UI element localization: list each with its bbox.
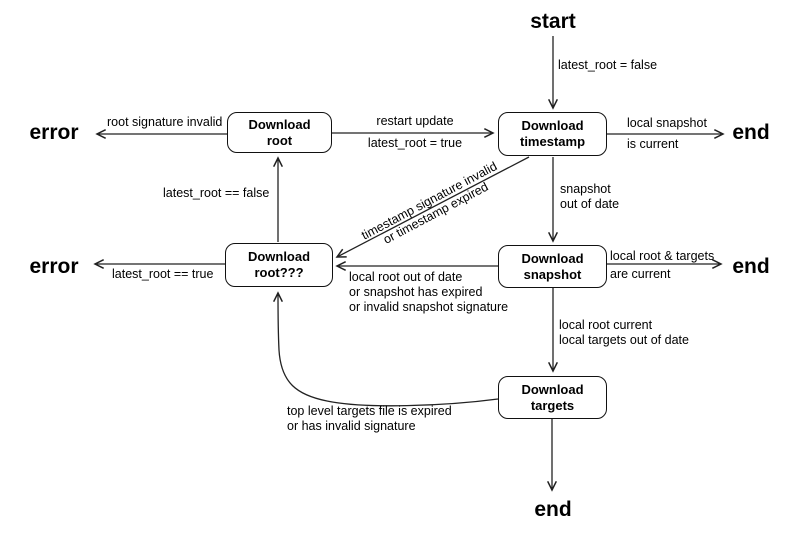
node-label-line: targets [530, 397, 575, 413]
node-label-line: root [266, 132, 293, 148]
label-line: local targets out of date [559, 333, 689, 347]
terminal-end-mid: end [732, 255, 770, 278]
node-label-line: Download [247, 249, 311, 264]
node-label-line: Download [521, 381, 584, 397]
node-label-line: Download [521, 118, 584, 133]
node-label-line: snapshot [523, 266, 582, 282]
label-root-again-to-error: latest_root == true [112, 267, 214, 281]
node-download-targets: Download targets [498, 376, 607, 419]
label-snapshot-to-end-2: are current [610, 267, 671, 281]
node-label-line: timestamp [519, 134, 586, 149]
label-line: or invalid snapshot signature [349, 300, 509, 314]
terminal-error-top: error [29, 121, 79, 144]
terminal-start: start [530, 10, 576, 33]
edge-timestamp-to-root-again [335, 156, 530, 258]
label-snapshot-to-end-1: local root & targets [610, 249, 715, 263]
label-targets-to-root-again: top level targets file is expired or has… [287, 404, 452, 434]
label-line: or snapshot has expired [349, 285, 483, 299]
label-root-to-timestamp-1: restart update [376, 114, 454, 128]
node-label-line: root??? [254, 265, 304, 280]
label-line: top level targets file is expired [287, 404, 452, 418]
label-timestamp-to-end-1: local snapshot [627, 116, 707, 130]
label-root-again-to-root: latest_root == false [163, 186, 270, 200]
label-timestamp-to-end-2: is current [627, 137, 679, 151]
label-root-to-timestamp-2: latest_root = true [367, 136, 463, 150]
node-download-timestamp: Download timestamp [498, 112, 607, 156]
node-label-line: Download [248, 116, 311, 132]
label-timestamp-to-snapshot: snapshot out of date [560, 182, 619, 212]
edge-targets-to-root-again [272, 291, 499, 407]
node-download-snapshot: Download snapshot [498, 245, 607, 288]
label-line: or has invalid signature [287, 419, 416, 433]
label-snapshot-to-root-again: local root out of date or snapshot has e… [349, 270, 508, 315]
node-label-line: Download [521, 250, 584, 266]
node-download-root-again: Download root??? [225, 243, 333, 287]
terminal-end-bottom: end [534, 498, 572, 521]
label-line: snapshot [560, 182, 611, 196]
node-download-root: Download root [227, 112, 332, 153]
label-line: local root out of date [349, 270, 463, 284]
label-start-to-timestamp: latest_root = false [558, 58, 658, 72]
terminal-error-bottom: error [29, 255, 79, 278]
label-root-to-error: root signature invalid [107, 115, 223, 129]
label-line: local root current [559, 318, 653, 332]
label-line: out of date [560, 197, 620, 211]
terminal-end-top: end [732, 121, 770, 144]
label-snapshot-to-targets: local root current local targets out of … [559, 318, 689, 348]
